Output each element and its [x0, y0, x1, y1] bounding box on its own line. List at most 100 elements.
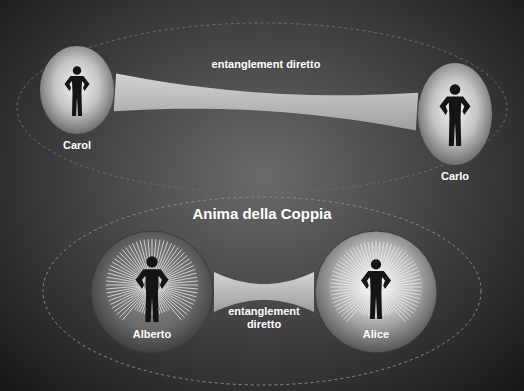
- ray: [330, 288, 368, 291]
- ray: [384, 289, 421, 299]
- ray: [114, 259, 145, 281]
- ray: [155, 242, 168, 278]
- ray: [155, 293, 163, 314]
- ray: [377, 242, 384, 279]
- person-circle-shape: [91, 231, 213, 353]
- entanglement-band: [114, 73, 419, 130]
- ray: [153, 293, 157, 315]
- silhouette-body: [65, 76, 90, 116]
- ray: [346, 252, 370, 281]
- ray: [376, 241, 377, 279]
- ray: [384, 279, 421, 286]
- ray: [338, 292, 369, 314]
- node-outline: [417, 62, 493, 166]
- ray: [157, 291, 181, 320]
- ray: [377, 241, 380, 279]
- ray: [331, 279, 368, 286]
- ray: [152, 293, 153, 315]
- node-label: Alberto: [133, 328, 172, 340]
- ray: [144, 293, 150, 314]
- couple-soul-region-shape: [43, 197, 481, 385]
- ray: [350, 249, 372, 280]
- ray: [159, 262, 192, 281]
- ray: [160, 281, 198, 284]
- ray: [157, 292, 170, 310]
- ray: [155, 292, 164, 312]
- ray: [336, 291, 369, 310]
- ray: [379, 295, 387, 316]
- ray: [140, 241, 150, 278]
- ray: [160, 288, 196, 301]
- ray: [158, 255, 187, 279]
- ray: [343, 293, 370, 320]
- ray: [384, 271, 420, 284]
- silhouette-body: [136, 269, 169, 322]
- ray: [144, 240, 151, 277]
- ray: [381, 293, 405, 322]
- ray: [109, 288, 145, 301]
- person-oval-shape: [418, 63, 492, 165]
- dashed-aura: [17, 23, 507, 193]
- ray: [149, 293, 151, 315]
- ray: [109, 269, 145, 282]
- node-outline: [39, 45, 115, 135]
- node-label: Carlo: [441, 170, 469, 182]
- silhouette-body: [361, 271, 391, 319]
- ray: [117, 290, 146, 314]
- silhouette-body: [440, 96, 471, 146]
- ray: [152, 239, 153, 277]
- ray: [110, 288, 144, 304]
- ray: [136, 242, 149, 278]
- ray: [376, 295, 377, 317]
- ray: [330, 287, 368, 288]
- ray: [159, 290, 190, 312]
- person-silhouette: [361, 259, 391, 319]
- ray: [373, 295, 375, 317]
- ray: [112, 289, 145, 308]
- ray: [384, 290, 420, 303]
- ray: [380, 294, 391, 313]
- ray: [384, 288, 422, 291]
- ray: [363, 294, 372, 314]
- ray: [384, 288, 421, 295]
- ray: [156, 245, 175, 278]
- ray: [158, 291, 185, 318]
- ray: [379, 244, 392, 280]
- ray: [160, 277, 197, 284]
- ray: [341, 257, 370, 281]
- ray: [379, 294, 388, 314]
- ray: [159, 289, 192, 308]
- ray: [160, 273, 197, 283]
- ray: [153, 293, 155, 315]
- ray: [142, 293, 150, 314]
- ray: [382, 292, 411, 316]
- ray: [119, 252, 146, 279]
- ray: [117, 255, 146, 279]
- ray: [330, 283, 368, 286]
- ray: [153, 239, 156, 277]
- ray: [153, 240, 160, 277]
- ray: [333, 290, 369, 303]
- ray: [382, 254, 409, 281]
- ray: [148, 239, 151, 277]
- ray: [331, 288, 368, 295]
- ray: [336, 264, 369, 283]
- person-silhouette: [440, 84, 471, 146]
- ray: [112, 262, 145, 281]
- ray: [383, 268, 417, 284]
- ray: [360, 244, 373, 280]
- node-label: Carol: [63, 139, 91, 151]
- person-silhouette: [136, 256, 169, 322]
- ray: [380, 247, 399, 280]
- ray: [372, 241, 375, 279]
- ray: [346, 293, 370, 322]
- ray: [159, 259, 190, 281]
- ray: [381, 252, 405, 281]
- silhouette-head: [73, 66, 82, 75]
- person-circle-shape: [315, 231, 437, 353]
- ray: [119, 291, 146, 318]
- ray: [126, 247, 148, 278]
- ray: [383, 292, 414, 314]
- ray: [157, 247, 179, 278]
